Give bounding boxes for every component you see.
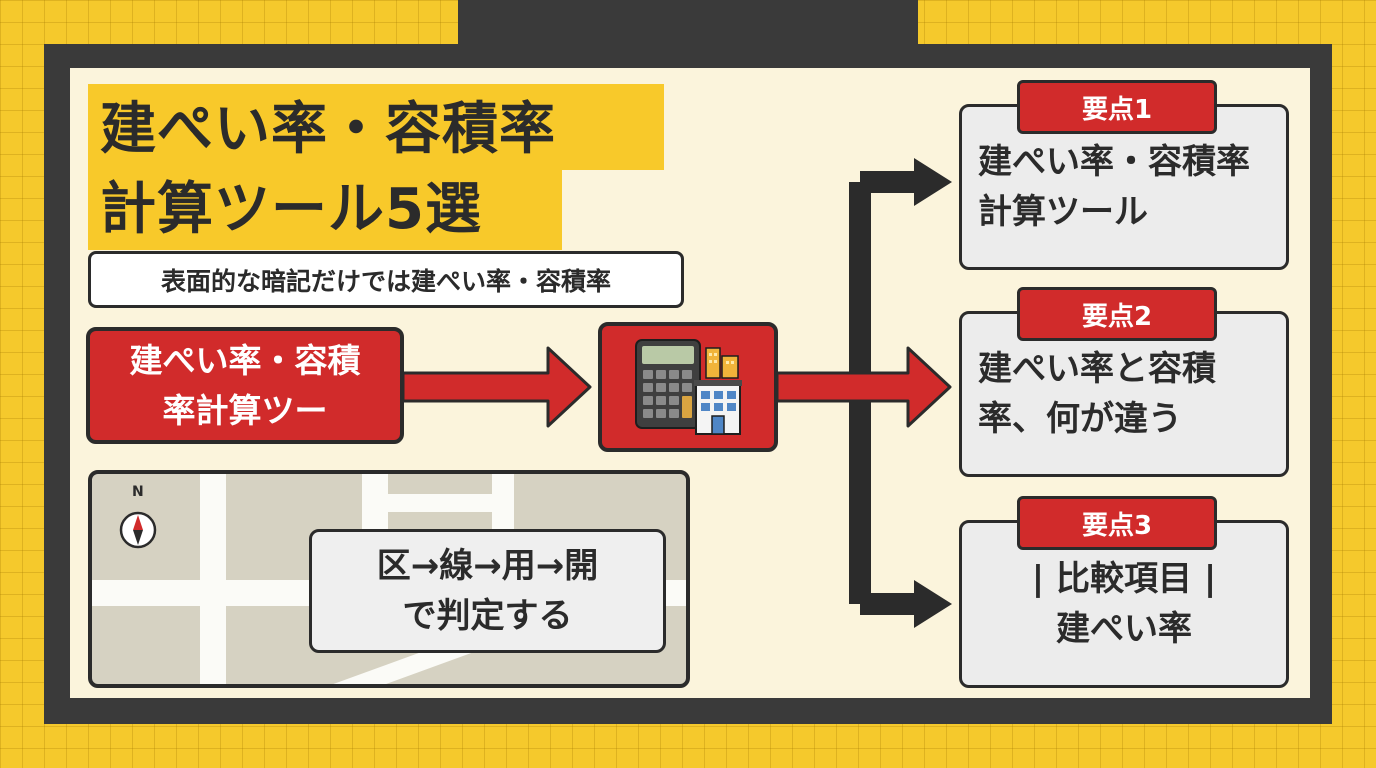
page-title-line-2: 計算ツール5選 (100, 177, 482, 242)
title-highlight-2 (88, 170, 562, 250)
point-2-line-1: 建ぺい率と容積 (978, 349, 1216, 389)
point-badge-3: 要点3 (1017, 496, 1217, 550)
map-road-short (372, 494, 512, 512)
point-badge-3-text: 要点3 (1081, 510, 1153, 541)
input-box-line-1: 建ぺい率・容積 (129, 340, 361, 380)
branch-arrow-top-head (914, 158, 952, 206)
point-3-line-2: 建ぺい率 (1056, 609, 1192, 649)
point-badge-2: 要点2 (1017, 287, 1217, 341)
compass-label: N (132, 484, 144, 500)
input-box: 建ぺい率・容積 率計算ツー (86, 327, 404, 444)
arrow-icon-to-point2 (775, 346, 952, 428)
calculator-building-icon (598, 322, 778, 452)
top-tab (458, 0, 918, 48)
subtitle: 表面的な暗記だけでは建ぺい率・容積率 (88, 251, 684, 308)
subtitle-text: 表面的な暗記だけでは建ぺい率・容積率 (160, 266, 611, 296)
input-box-line-2: 率計算ツー (162, 390, 328, 430)
point-1-line-1: 建ぺい率・容積率 (978, 142, 1250, 182)
arrow-input-to-icon (401, 346, 592, 428)
point-badge-1: 要点1 (1017, 80, 1217, 134)
point-badge-1-text: 要点1 (1081, 94, 1153, 125)
title-highlight-1 (88, 84, 664, 170)
compass-icon (119, 511, 157, 549)
point-1-line-2: 計算ツール (978, 192, 1148, 232)
page-title-line-1: 建ぺい率・容積率 (100, 97, 556, 162)
point-2-line-2: 率、何が違う (978, 399, 1182, 439)
map-rule-card: 区→線→用→開 で判定する (309, 529, 666, 653)
point-3-line-1: | 比較項目 | (1031, 559, 1217, 599)
map-card-line-1: 区→線→用→開 (376, 546, 599, 586)
point-badge-2-text: 要点2 (1081, 301, 1153, 332)
map-road-vertical-1 (200, 474, 226, 684)
map-card-line-2: で判定する (402, 596, 573, 636)
branch-arrow-bottom-head (914, 580, 952, 628)
